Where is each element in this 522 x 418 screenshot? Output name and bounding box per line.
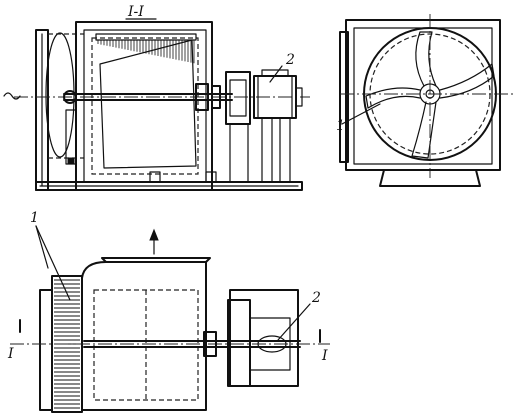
impeller-blade — [99, 39, 197, 169]
callout-1-plan-leader — [35, 225, 49, 269]
coupling-pedestal — [229, 123, 249, 183]
front-view: 1 — [336, 14, 516, 187]
plan-motor — [249, 317, 291, 371]
plan-coupling — [227, 299, 251, 387]
hatched-shroud — [95, 33, 197, 64]
hub — [63, 90, 77, 104]
casing-hidden-outline — [91, 37, 199, 175]
plan-view: 1 2 I I — [7, 210, 330, 413]
front-base — [379, 169, 481, 187]
callout-2-plan: 2 — [311, 290, 321, 306]
plan-motor-frame — [229, 289, 299, 387]
callout-2-plan-leader — [277, 303, 311, 341]
front-side-flange — [339, 31, 349, 163]
coupling-inner — [229, 79, 247, 117]
callout-1-front: 1 — [336, 118, 345, 134]
motor-stand-leg-2 — [279, 117, 291, 183]
wheel-spokes — [365, 31, 495, 159]
support-post — [65, 109, 77, 165]
plan-bearing — [203, 331, 217, 357]
section-mark-left: I — [7, 346, 14, 362]
plan-motor-hub — [257, 335, 287, 353]
post-foot — [67, 157, 75, 165]
callout-1-front-leader — [341, 103, 381, 125]
callout-2-top: 2 — [285, 52, 295, 68]
outlet-arrow-head — [149, 228, 159, 241]
fan-casing — [75, 21, 213, 191]
callout-1-plan: 1 — [30, 210, 39, 226]
front-housing-inner — [353, 27, 493, 165]
section-title-label: I-I — [127, 4, 144, 20]
section-mark-right: I — [321, 348, 328, 364]
base-frame — [35, 181, 303, 191]
bearing-2 — [211, 85, 221, 109]
callout-2-top-leader — [269, 65, 283, 83]
scroll-casing — [81, 261, 207, 411]
base-pad-1 — [149, 171, 161, 183]
base-pad-2 — [205, 171, 217, 183]
side-section-view: I-I — [3, 4, 310, 191]
scroll-hidden — [93, 289, 199, 401]
motor-shaft-end — [295, 87, 303, 107]
plan-inlet-flange — [39, 289, 53, 411]
motor-stand-leg-1 — [261, 117, 273, 183]
airflow-arrow — [3, 92, 21, 100]
bearing-1 — [195, 83, 209, 111]
